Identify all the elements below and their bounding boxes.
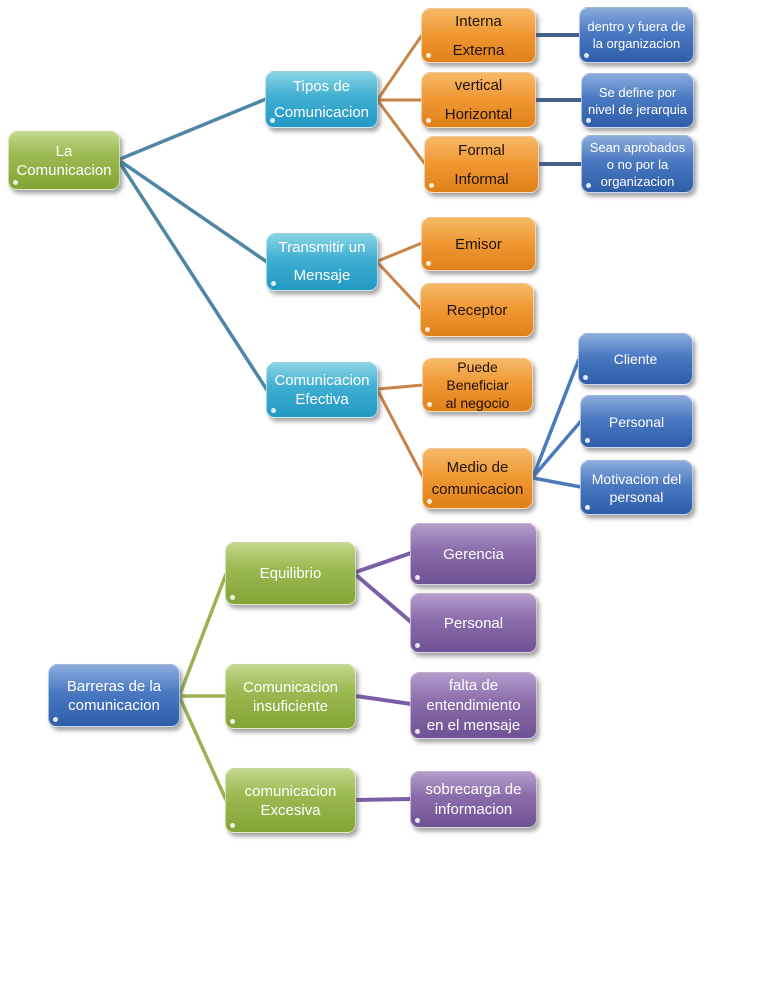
connector-root-transmitir [119,159,268,264]
connector-equilibrio-gerencia [355,551,412,574]
node-label: vertical Horizontal [444,77,513,123]
node-label: Barreras de la comunicacion [66,677,162,714]
node-label: Sean aprobados o no por la organizacion [589,139,686,189]
node-interna-externa: Interna Externa [421,8,536,63]
node-la-comunicacion: La Comunicacion [8,131,120,190]
node-label: Equilibrio [259,565,322,582]
connector-tipos-formal [376,100,427,165]
node-sean-aprobados: Sean aprobados o no por la organizacion [581,135,694,193]
node-comunicacion-efectiva: Comunicacion Efectiva [266,362,378,418]
connector-tipos-interna [376,34,424,100]
node-label: La Comunicacion [16,142,112,179]
node-emisor: Emisor [421,217,536,271]
node-falta-de-entendimiento: falta de entendimiento en el mensaje [410,672,537,739]
node-barreras-de-la-comunicacion: Barreras de la comunicacion [48,664,180,727]
node-label: Puede Beneficiar al negocio [445,359,510,411]
node-receptor: Receptor [420,283,534,337]
connector-equilibrio-personal [354,573,413,624]
node-tipos-de-comunicacion: Tipos de Comunicacion [265,71,378,128]
node-label: falta de entendimiento en el mensaje [426,676,521,734]
node-personal-cliente: Personal [580,395,693,448]
connector-excesiva-sobrecarga [355,797,412,802]
connector-medio-motivacion [532,476,582,489]
node-puede-beneficiar: Puede Beneficiar al negocio [422,358,533,412]
node-label: Tipos de Comunicacion [273,77,370,121]
connector-medio-cliente [531,358,581,478]
node-label: Motivacion del personal [591,470,682,505]
node-label: Personal [443,614,504,632]
node-label: Formal Informal [454,141,509,188]
node-label: Comunicacion Efectiva [274,372,370,408]
node-comunicacion-excesiva: comunicacion Excesiva [225,768,356,833]
node-se-define: Se define por nivel de jerarquia [581,73,694,128]
node-motivacion-del-personal: Motivacion del personal [580,460,693,515]
node-label: sobrecarga de informacion [425,780,522,818]
connector-root-tipos [119,97,267,161]
node-cliente: Cliente [578,333,693,385]
node-label: Se define por nivel de jerarquia [587,84,687,117]
node-vertical-horizontal: vertical Horizontal [421,72,536,128]
node-label: comunicacion Excesiva [244,782,337,819]
connector-transmitir-emisor [377,241,423,263]
node-medio-de-comunicacion: Medio de comunicacion [422,448,533,509]
connector-efectiva-beneficiar [377,383,424,391]
connector-medio-personal [531,419,583,479]
node-label: Personal [608,413,665,430]
node-personal-gerencia: Personal [410,593,537,653]
node-transmitir-un-mensaje: Transmitir un Mensaje [266,233,378,291]
node-label: Emisor [455,235,502,253]
node-sobrecarga-de-informacion: sobrecarga de informacion [410,771,537,828]
node-label: Interna Externa [452,12,505,59]
node-comunicacion-insuficiente: Comunicacion insuficiente [225,664,356,729]
node-label: Cliente [613,351,658,367]
connector-efectiva-medio [376,390,425,478]
node-dentro-y-fuera: dentro y fuera de la organizacion [579,7,694,63]
connector-transmitir-receptor [376,261,423,311]
node-equilibrio: Equilibrio [225,542,356,605]
node-label: Receptor [446,301,508,319]
connector-barreras-equilibrio [178,573,228,695]
connector-root-efectiva [118,162,269,391]
node-formal-informal: Formal Informal [424,136,539,193]
node-gerencia: Gerencia [410,523,537,585]
node-label: Comunicacion insuficiente [242,678,339,715]
connector-insuficiente-falta [355,694,412,706]
node-label: Medio de comunicacion [431,458,524,498]
connector-barreras-excesiva [178,697,228,801]
node-label: Gerencia [443,545,504,563]
node-label: dentro y fuera de la organizacion [587,19,686,51]
node-label: Transmitir un Mensaje [278,239,366,284]
